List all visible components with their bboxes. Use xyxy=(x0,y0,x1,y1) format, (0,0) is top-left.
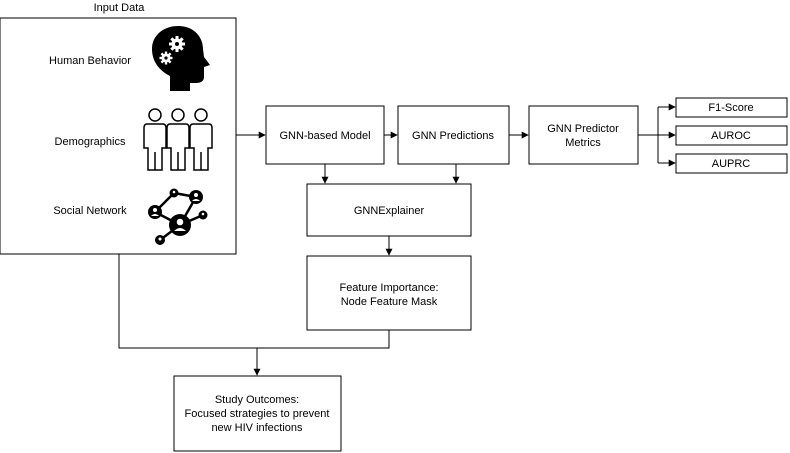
auroc-box xyxy=(675,125,788,146)
feature-importance-line2: Node Feature Mask xyxy=(341,296,438,308)
study-outcomes-line3: new HIV infections xyxy=(211,422,303,434)
study-outcomes-line2: Focused strategies to prevent xyxy=(185,408,330,420)
people-group-icon xyxy=(143,108,213,171)
gnn-predictions-box xyxy=(397,105,510,165)
predictor-metrics-box xyxy=(528,105,639,165)
demographics-label: Demographics xyxy=(55,136,126,148)
gnn-predictions-label: GNN Predictions xyxy=(412,130,494,142)
input-data-title: Input Data xyxy=(94,2,146,14)
gnn-explainer-box xyxy=(306,183,472,237)
f1-score-box xyxy=(675,97,788,118)
gnn-model-box xyxy=(265,105,385,165)
gnn-model-label: GNN-based Model xyxy=(279,130,370,142)
auprc-label: AUPRC xyxy=(712,158,751,170)
study-outcomes-line1: Study Outcomes: xyxy=(215,394,299,406)
line-input-to-outcomes xyxy=(118,254,390,349)
human-behavior-label: Human Behavior xyxy=(49,55,131,67)
study-outcomes-box xyxy=(173,375,342,452)
auprc-box xyxy=(675,153,788,174)
feature-importance-line1: Feature Importance: xyxy=(339,282,438,294)
gnn-explainer-label: GNNExplainer xyxy=(354,205,425,217)
auroc-label: AUROC xyxy=(711,130,751,142)
social-network-label: Social Network xyxy=(53,205,127,217)
predictor-metrics-label-line1: GNN Predictor xyxy=(547,123,619,135)
predictor-metrics-label-line2: Metrics xyxy=(565,137,601,149)
feature-importance-box xyxy=(306,255,472,331)
head-gears-icon xyxy=(152,26,210,91)
social-network-icon xyxy=(148,188,208,245)
f1-score-label: F1-Score xyxy=(708,102,753,114)
connectors xyxy=(118,103,676,376)
